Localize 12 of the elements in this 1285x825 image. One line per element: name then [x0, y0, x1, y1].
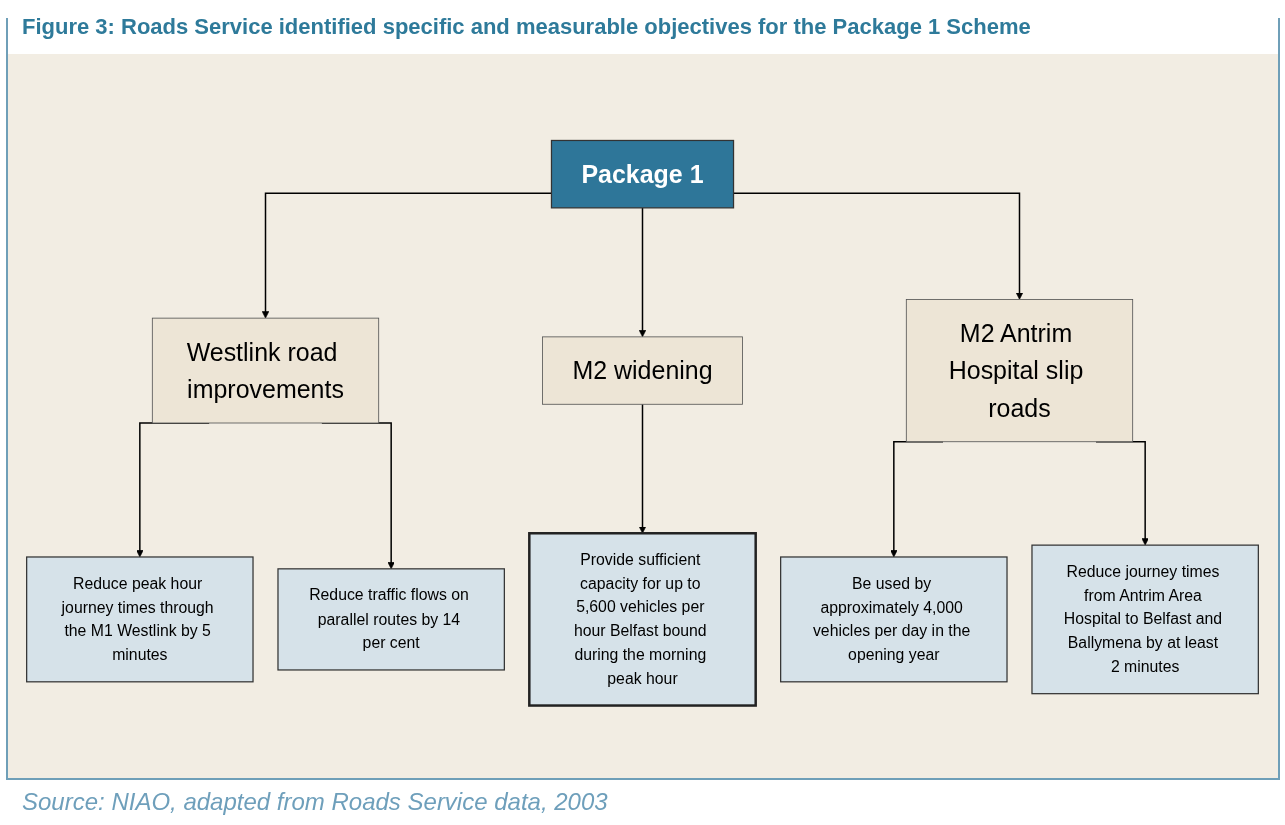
node-box: Be used by approximately 4,000 vehicles per day in the opening year	[780, 556, 1008, 683]
node-box: M2 widening	[542, 336, 743, 405]
node-box: Westlink road improvements	[151, 317, 380, 424]
node-box: Reduce peak hour journey times through the M1 Westlink by 5 minutes	[26, 556, 254, 683]
arrow	[638, 207, 647, 338]
node-box: Package 1	[550, 139, 735, 209]
node-box: M2 Antrim Hospital slip roads	[905, 299, 1134, 443]
source-caption: Source: NIAO, adapted from Roads Service data, 2003	[22, 788, 608, 816]
node-box: Reduce journey times from Antrim Area Hospital to Belfast and Ballymena by at least 2 minutes	[1031, 544, 1259, 695]
node-box: Reduce traffic flows on parallel routes by 14 per cent	[277, 568, 505, 671]
arrow	[638, 403, 647, 534]
node-box: Provide sufficient capacity for up to 5,600 vehicles per hour Belfast bound during the morning peak hour	[528, 532, 757, 707]
